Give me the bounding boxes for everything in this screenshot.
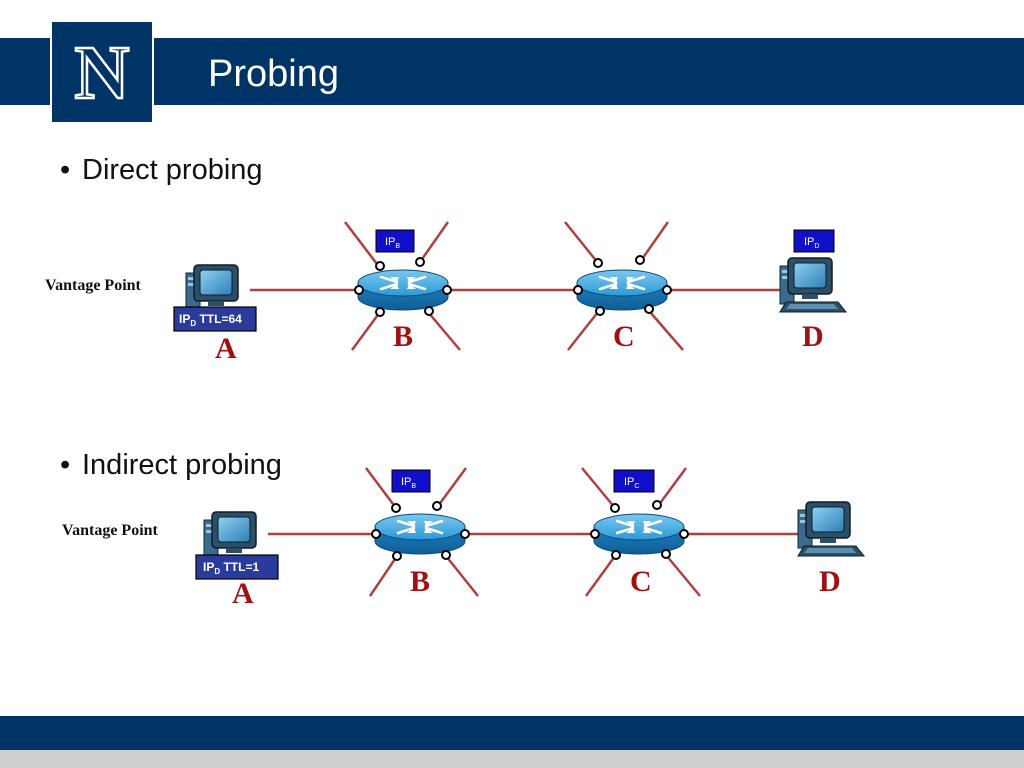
computer-d-icon	[797, 501, 865, 557]
computer-d-icon	[779, 257, 847, 313]
direct-diagram: IPB IPD IPD TTL=64 Vantage Point A B C D	[45, 221, 847, 365]
node-label-a: A	[215, 332, 237, 365]
router-b-icon	[373, 512, 467, 556]
probe-packet-ttl1: IPD TTL=1	[195, 554, 279, 580]
node-label-c: C	[630, 565, 652, 598]
bullet-indirect-probing: •Indirect probing	[60, 449, 282, 481]
router-b-icon	[356, 268, 450, 312]
router-c-icon	[575, 268, 669, 312]
bullet-text: Indirect probing	[82, 449, 282, 481]
svg-text:IPC: IPC	[624, 476, 639, 490]
bullet-text: Direct probing	[82, 154, 263, 186]
vantage-point-label: Vantage Point	[45, 277, 142, 294]
tag-ip-b: IPB	[391, 469, 431, 493]
vantage-point-label: Vantage Point	[62, 522, 159, 539]
node-label-c: C	[613, 320, 635, 353]
node-label-a: A	[232, 577, 254, 610]
indirect-diagram: IPB IPC IPD TTL=1 Vantage Point A B C D	[62, 467, 865, 610]
svg-text:IPB: IPB	[401, 476, 416, 490]
indirect-links	[268, 467, 798, 597]
direct-ports	[354, 255, 672, 317]
tag-ip-b: IPB	[375, 229, 415, 253]
tag-ip-d: IPD	[793, 229, 835, 253]
probe-packet-ttl64: IPD TTL=64	[173, 306, 257, 332]
header-bar	[0, 38, 1024, 105]
svg-text:N: N	[75, 31, 130, 115]
node-label-b: B	[393, 320, 413, 353]
svg-text:IPD TTL=1: IPD TTL=1	[203, 560, 259, 576]
svg-text:IPD TTL=64: IPD TTL=64	[179, 312, 242, 328]
university-logo: N	[50, 20, 154, 124]
tag-ip-c: IPC	[613, 469, 655, 493]
node-label-d: D	[819, 565, 841, 598]
svg-text:IPD: IPD	[804, 236, 819, 250]
logo-n-icon: N	[73, 30, 130, 117]
slide-title: Probing	[208, 53, 339, 95]
indirect-ports	[371, 500, 689, 561]
footer-strip	[0, 750, 1024, 768]
node-label-d: D	[802, 320, 824, 353]
direct-links	[250, 221, 780, 351]
footer-bar	[0, 716, 1024, 750]
router-c-icon	[592, 512, 686, 556]
svg-text:IPB: IPB	[385, 236, 400, 250]
bullet-direct-probing: •Direct probing	[60, 154, 263, 186]
node-label-b: B	[410, 565, 430, 598]
